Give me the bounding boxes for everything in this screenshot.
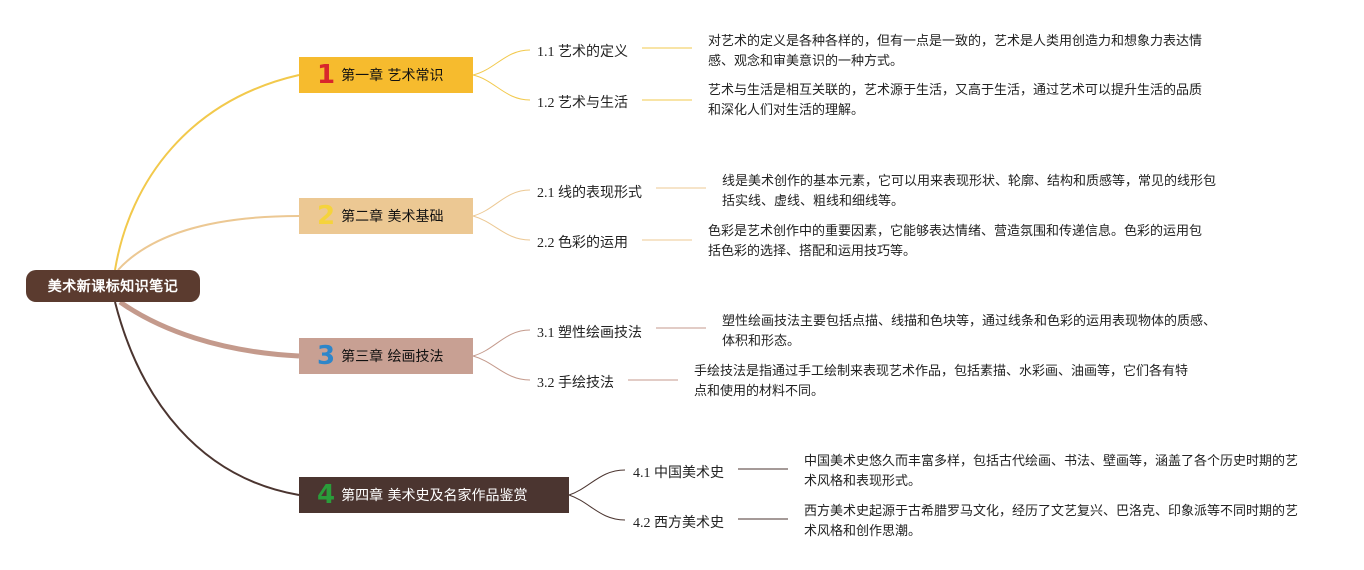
- link-root-chapter-1: [114, 74, 300, 271]
- topic-4-1-description: 中国美术史悠久而丰富多样，包括古代绘画、书法、壁画等，涵盖了各个历史时期的艺术风…: [804, 454, 1299, 489]
- link-chapter-1-topic-1: [472, 49, 531, 76]
- topic-1-2-description: 艺术与生活是相互关联的，艺术源于生活，又高于生活，通过艺术可以提升生活的品质和深…: [708, 83, 1203, 118]
- topic-2-2-description: 色彩是艺术创作中的重要因素，它能够表达情绪、营造氛围和传递信息。色彩的运用包括色…: [708, 224, 1203, 259]
- root-node[interactable]: 美术新课标知识笔记: [26, 270, 200, 302]
- link-chapter-2-topic-1: [472, 189, 531, 217]
- chapter-3-title: 第三章 绘画技法: [341, 349, 444, 365]
- chapter-4-node[interactable]: 4 第四章 美术史及名家作品鉴赏: [299, 477, 569, 513]
- chapter-1-number: 1: [317, 60, 336, 90]
- topic-3-2[interactable]: 3.2 手绘技法: [537, 376, 614, 391]
- link-root-chapter-3: [118, 299, 300, 359]
- chapter-3-number: 3: [317, 341, 336, 371]
- topic-2-2[interactable]: 2.2 色彩的运用: [537, 236, 628, 251]
- link-root-chapter-4: [114, 301, 300, 496]
- topic-1-1[interactable]: 1.1 艺术的定义: [537, 45, 628, 60]
- topic-2-1[interactable]: 2.1 线的表现形式: [537, 186, 642, 201]
- topic-4-2[interactable]: 4.2 西方美术史: [633, 516, 724, 531]
- chapter-3-node[interactable]: 3 第三章 绘画技法: [299, 338, 473, 374]
- chapter-1-title: 第一章 艺术常识: [341, 68, 444, 84]
- link-chapter-3-topic-2: [472, 355, 531, 381]
- chapter-1-node[interactable]: 1 第一章 艺术常识: [299, 57, 473, 93]
- link-root-chapter-2: [117, 215, 300, 271]
- chapter-4-title: 第四章 美术史及名家作品鉴赏: [341, 488, 528, 504]
- link-chapter-4-topic-1: [568, 469, 626, 496]
- chapter-4-number: 4: [317, 480, 336, 510]
- topic-4-2-description: 西方美术史起源于古希腊罗马文化，经历了文艺复兴、巴洛克、印象派等不同时期的艺术风…: [804, 504, 1299, 539]
- topic-1-2[interactable]: 1.2 艺术与生活: [537, 96, 628, 111]
- topic-3-2-description: 手绘技法是指通过手工绘制来表现艺术作品，包括素描、水彩画、油画等，它们各有特点和…: [694, 364, 1189, 399]
- link-chapter-2-topic-2: [472, 215, 531, 241]
- link-chapter-4-topic-2: [568, 494, 626, 521]
- topic-2-1-description: 线是美术创作的基本元素，它可以用来表现形状、轮廓、结构和质感等，常见的线形包括实…: [722, 174, 1217, 209]
- topic-3-1-description: 塑性绘画技法主要包括点描、线描和色块等，通过线条和色彩的运用表现物体的质感、体积…: [722, 314, 1217, 349]
- chapter-2-title: 第二章 美术基础: [341, 209, 444, 225]
- topic-3-1[interactable]: 3.1 塑性绘画技法: [537, 326, 642, 341]
- topic-1-1-description: 对艺术的定义是各种各样的，但有一点是一致的，艺术是人类用创造力和想象力表达情感、…: [708, 34, 1203, 69]
- link-chapter-1-topic-2: [472, 74, 531, 101]
- link-chapter-3-topic-1: [472, 329, 531, 357]
- topic-4-1[interactable]: 4.1 中国美术史: [633, 466, 724, 481]
- chapter-2-node[interactable]: 2 第二章 美术基础: [299, 198, 473, 234]
- chapter-2-number: 2: [317, 201, 336, 231]
